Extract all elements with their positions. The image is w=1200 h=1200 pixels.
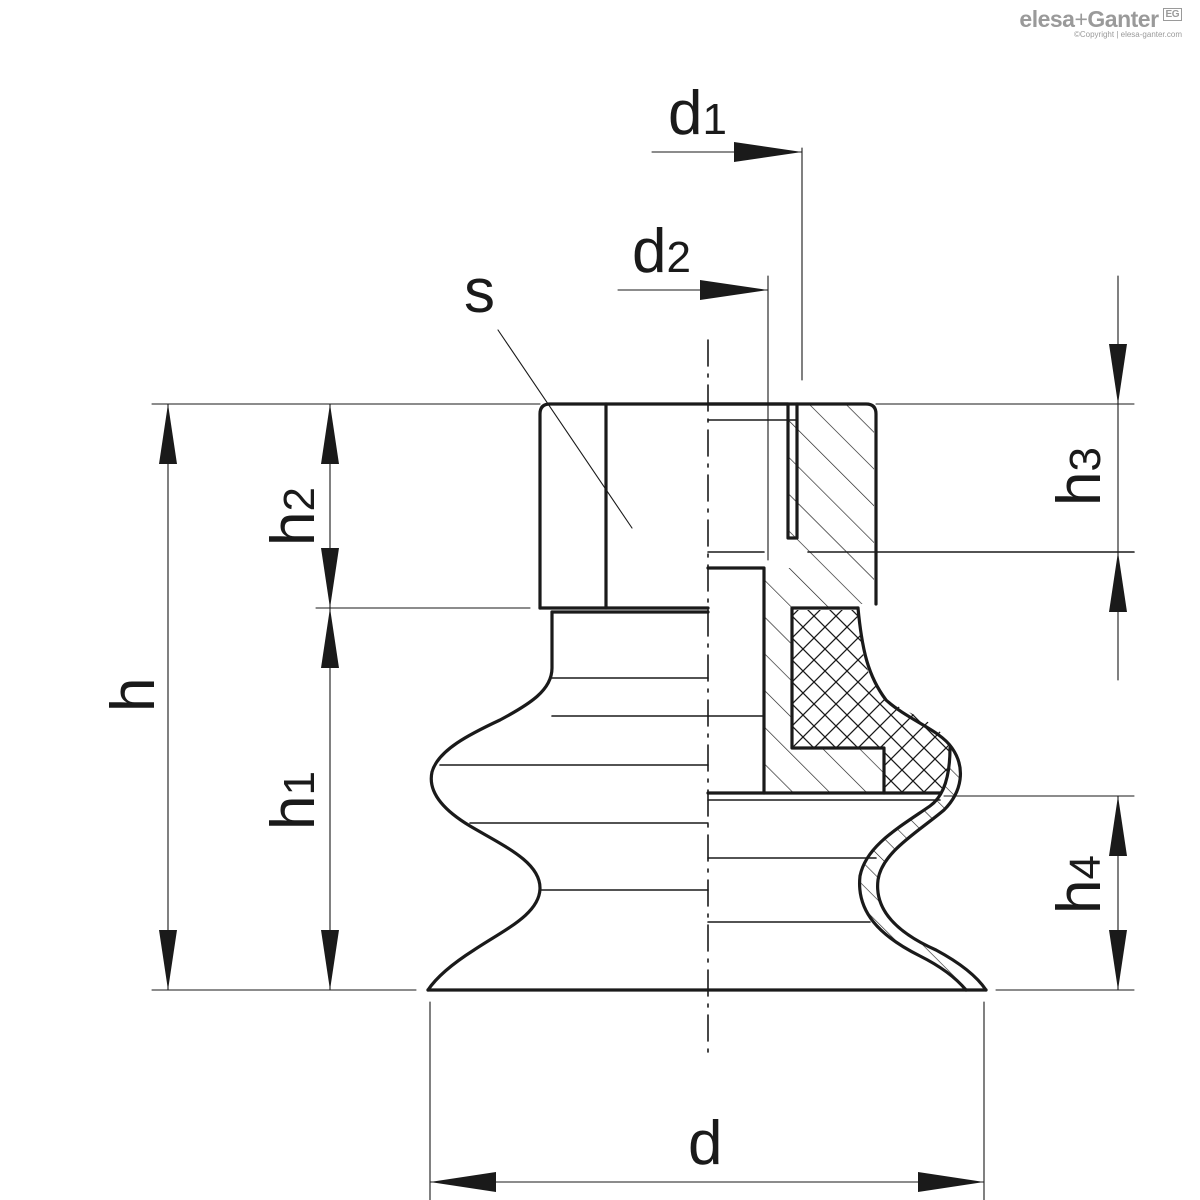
dimension-lines (151, 142, 1135, 1200)
brand-name-right: Ganter (1087, 6, 1159, 32)
neck-left (426, 610, 554, 992)
label-d: d (688, 1109, 722, 1178)
brand-plus: + (1074, 6, 1088, 32)
label-h2: h2 (259, 487, 328, 546)
label-h1: h1 (259, 771, 328, 830)
nut-wall-hatch (764, 404, 884, 793)
neck-right (856, 606, 988, 992)
bore-section-outline (706, 402, 799, 540)
dimension-labels: d1 d2 s d h h2 h1 h3 h4 (99, 79, 1114, 1178)
part-outline (426, 402, 988, 992)
internal-lines (439, 419, 1135, 923)
brand-name-left: elesa (1019, 6, 1075, 32)
label-h: h (99, 678, 168, 712)
brand-badge: EG (1162, 8, 1182, 21)
nut-outline-right (706, 402, 878, 606)
label-h4: h4 (1045, 855, 1114, 914)
nut-outline-left (538, 402, 710, 610)
brand-copyright: ©Copyright | elesa-ganter.com (1073, 30, 1182, 39)
s-leader-line (497, 329, 633, 529)
label-d1: d1 (668, 79, 727, 148)
insert-outline (790, 606, 886, 795)
label-s: s (464, 257, 495, 326)
label-h3: h3 (1045, 447, 1114, 506)
bellows-wall-hatch (859, 748, 984, 990)
label-d2: d2 (632, 217, 691, 286)
